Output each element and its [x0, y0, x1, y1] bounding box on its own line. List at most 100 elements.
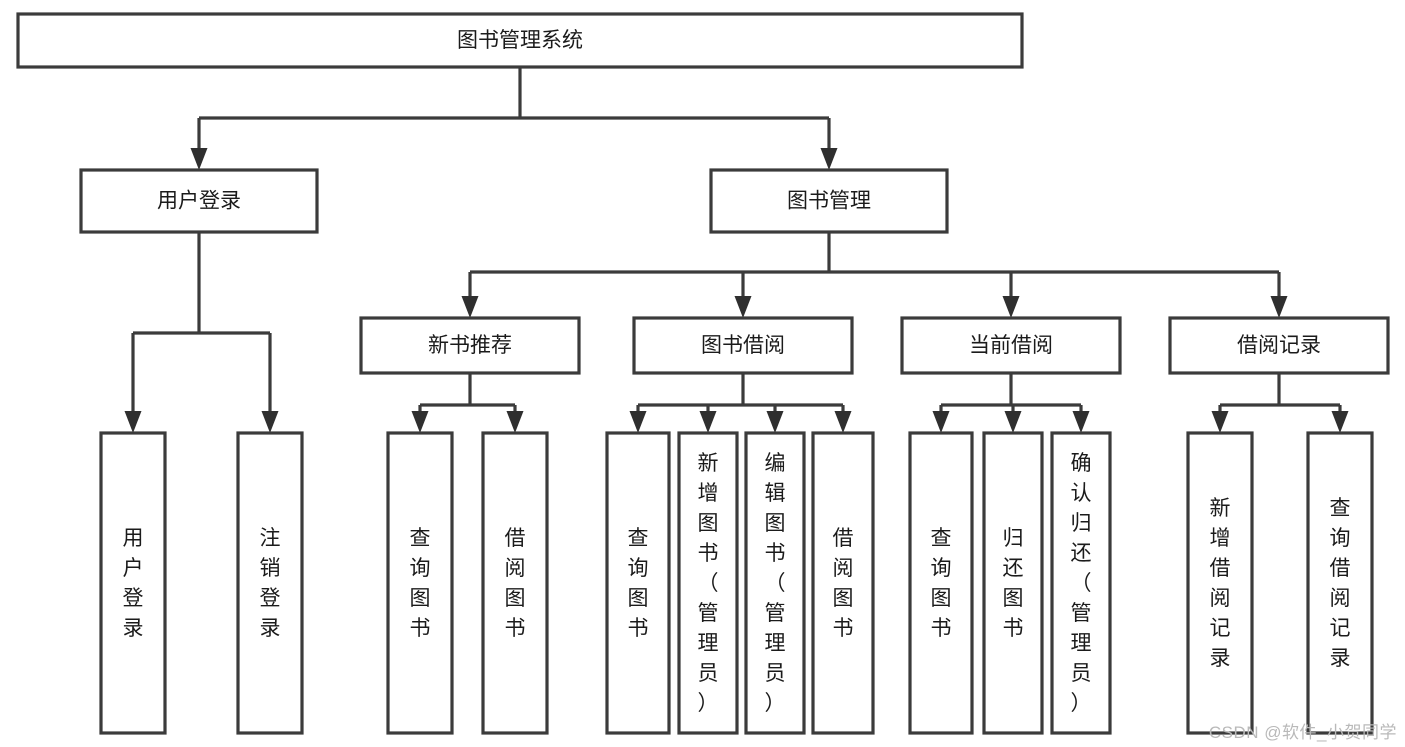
leaf-node-box-8[interactable]: [811, 431, 875, 735]
leaf-label-char: 确: [1071, 452, 1092, 475]
arrow-head-icon: [834, 411, 852, 433]
leaf-label-char: 书: [765, 542, 786, 565]
leaf-label-char: 录: [260, 617, 281, 640]
leaf-label-char: 图: [628, 587, 649, 610]
leaf-node-box-12[interactable]: [1186, 431, 1254, 735]
leaf-label-char: 理: [1071, 632, 1092, 655]
leaf-node-box-11[interactable]: [1050, 431, 1112, 735]
leaf-label-char: 书: [1003, 617, 1024, 640]
leaf-label-char: 记: [1330, 617, 1351, 640]
leaf-label-char: 新: [698, 452, 719, 475]
leaf-label-char: 询: [931, 557, 952, 580]
leaf-label-char: 借: [1330, 557, 1351, 580]
leaf-label-char: 询: [1330, 527, 1351, 550]
leaf-node-box-1[interactable]: [99, 431, 167, 735]
leaf-node-box-2[interactable]: [236, 431, 304, 735]
leaf-label-char: 图: [931, 587, 952, 610]
leaf-label-char: 查: [931, 527, 952, 550]
leaf-label-char: 图: [765, 512, 786, 535]
arrow-head-icon: [699, 411, 717, 433]
root-node-box[interactable]: [16, 12, 1024, 69]
leaf-label-char: （: [698, 572, 719, 595]
arrow-head-icon: [461, 296, 479, 318]
leaf-label-char: 增: [698, 482, 719, 505]
leaf-label-char: 查: [628, 527, 649, 550]
leaf-label-char: 认: [1071, 482, 1092, 505]
watermark-text: CSDN @软件_小贺同学: [1208, 723, 1397, 742]
leaf-label-char: 阅: [1330, 587, 1351, 610]
leaf-label-char: 管: [765, 602, 786, 625]
leaf-node-label-1: 用户登录: [123, 527, 144, 640]
level2-node-label-2: 图书管理: [787, 190, 871, 213]
arrow-head-icon: [629, 411, 647, 433]
leaf-label-char: 记: [1210, 617, 1231, 640]
leaf-node-box-13[interactable]: [1306, 431, 1374, 735]
leaf-label-char: 管: [1071, 602, 1092, 625]
level2-node-box-2[interactable]: [709, 168, 949, 234]
leaf-label-char: 还: [1003, 557, 1024, 580]
leaf-label-char: 销: [260, 557, 281, 580]
leaf-label-char: 书: [505, 617, 526, 640]
arrow-head-icon: [734, 296, 752, 318]
level2-node-label-1: 用户登录: [157, 190, 241, 213]
level2-node-box-1[interactable]: [79, 168, 319, 234]
level3-node-box-3[interactable]: [900, 316, 1122, 375]
arrow-head-icon: [1072, 411, 1090, 433]
leaf-label-char: 员: [1071, 662, 1092, 685]
leaf-label-char: ）: [765, 692, 786, 715]
leaf-label-char: 注: [260, 527, 281, 550]
level3-node-label-2: 图书借阅: [701, 334, 785, 357]
leaf-label-char: 新: [1210, 497, 1231, 520]
leaf-label-char: 员: [765, 662, 786, 685]
leaf-label-char: 询: [628, 557, 649, 580]
arrow-head-icon: [124, 411, 142, 433]
leaf-label-char: 书: [698, 542, 719, 565]
leaf-label-char: 图: [698, 512, 719, 535]
arrow-head-icon: [261, 411, 279, 433]
leaf-label-char: 图: [1003, 587, 1024, 610]
level3-node-box-2[interactable]: [632, 316, 854, 375]
leaf-node-box-6[interactable]: [677, 431, 739, 735]
arrow-head-icon: [411, 411, 429, 433]
leaf-label-char: 还: [1071, 542, 1092, 565]
root-node-label: 图书管理系统: [457, 29, 583, 52]
arrow-head-icon: [1004, 411, 1022, 433]
leaf-label-char: 借: [505, 527, 526, 550]
leaf-node-box-5[interactable]: [605, 431, 671, 735]
leaf-label-char: 阅: [505, 557, 526, 580]
leaf-label-char: ）: [1071, 692, 1092, 715]
leaf-label-char: 询: [410, 557, 431, 580]
leaf-label-char: 书: [833, 617, 854, 640]
leaf-label-char: 增: [1210, 527, 1231, 550]
leaf-label-char: 查: [410, 527, 431, 550]
leaf-node-box-7[interactable]: [744, 431, 806, 735]
leaf-node-box-3[interactable]: [386, 431, 454, 735]
leaf-node-box-4[interactable]: [481, 431, 549, 735]
leaf-label-char: 书: [628, 617, 649, 640]
leaf-label-char: 图: [410, 587, 431, 610]
arrow-head-icon: [1211, 411, 1229, 433]
level3-node-box-4[interactable]: [1168, 316, 1390, 375]
node-layer: 图书管理系统用户登录图书管理新书推荐图书借阅当前借阅借阅记录用户登录注销登录查询…: [16, 12, 1390, 735]
leaf-node-box-10[interactable]: [982, 431, 1044, 735]
leaf-label-char: 录: [1210, 647, 1231, 670]
leaf-node-box-9[interactable]: [908, 431, 974, 735]
level3-node-label-1: 新书推荐: [428, 334, 512, 357]
leaf-label-char: 用: [123, 527, 144, 550]
level3-node-box-1[interactable]: [359, 316, 581, 375]
leaf-label-char: 图: [833, 587, 854, 610]
connector-layer: [124, 67, 1349, 433]
leaf-label-char: 理: [698, 632, 719, 655]
leaf-label-char: 查: [1330, 497, 1351, 520]
leaf-label-char: 借: [833, 527, 854, 550]
leaf-label-char: 阅: [1210, 587, 1231, 610]
